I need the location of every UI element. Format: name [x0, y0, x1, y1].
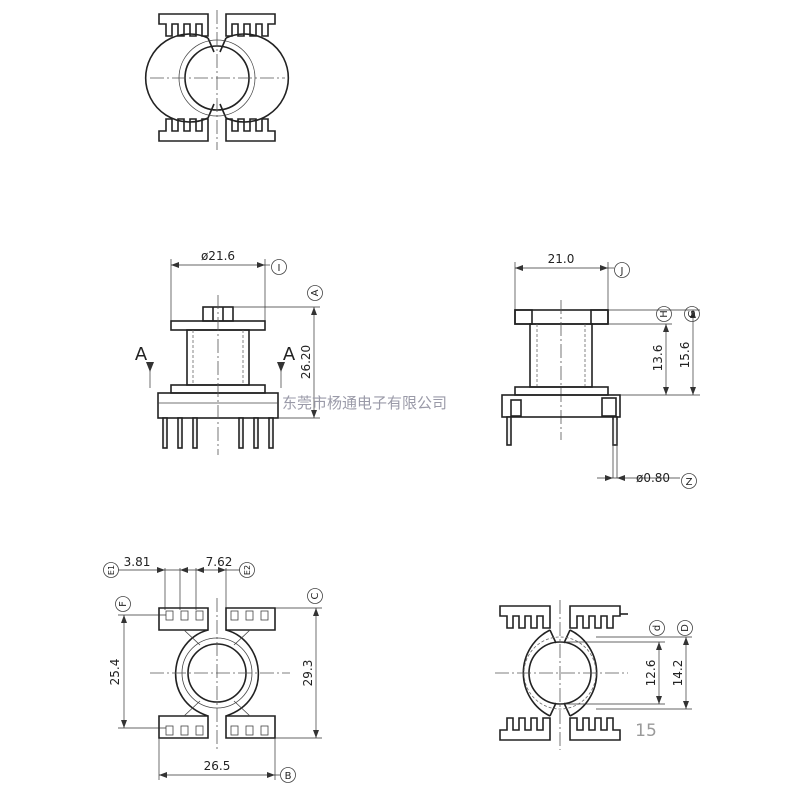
callout-i: I — [278, 263, 281, 274]
dim-bore-small: 12.6 — [644, 660, 658, 687]
dim-height-total: 26.20 — [299, 345, 313, 379]
callout-e2: E2 — [243, 565, 252, 575]
callout-z: Z — [686, 477, 693, 488]
top-view — [144, 10, 290, 150]
side-view: 21.0 J ø0.80 Z 13 — [501, 252, 700, 489]
dim-pin-dia: ø0.80 — [636, 471, 670, 485]
dim-flange-dia: ø21.6 — [201, 249, 235, 263]
dim-base-width: 26.5 — [204, 759, 231, 773]
dim-base-depth: 29.3 — [301, 660, 315, 687]
callout-a: A — [310, 289, 321, 296]
bottom-view: 3.81 7.62 E1 E2 — [103, 555, 323, 783]
callout-d-large: D — [680, 624, 691, 632]
dim-bore-large: 14.2 — [671, 660, 685, 687]
callout-j: J — [620, 266, 624, 277]
front-pins — [162, 417, 274, 449]
dim-pitch-large: 7.62 — [206, 555, 233, 569]
callout-h: H — [659, 310, 670, 318]
callout-e1: E1 — [107, 565, 116, 575]
callout-c: C — [310, 592, 321, 599]
dim-overall-height: 15.6 — [678, 342, 692, 369]
callout-d-small: d — [652, 625, 663, 631]
dim-pitch-small: 3.81 — [124, 555, 151, 569]
callout-g: G — [687, 310, 698, 318]
section-label-right: A — [283, 344, 296, 365]
dim-inner-height: 13.6 — [651, 345, 665, 372]
callout-f: F — [118, 601, 129, 607]
section-label-left: A — [135, 344, 148, 365]
page-number: 15 — [635, 721, 657, 741]
section-view: 12.6 d 14.2 D — [495, 600, 693, 750]
dim-row-spacing: 25.4 — [108, 659, 122, 686]
watermark: 东莞市杨通电子有限公司 — [282, 394, 447, 412]
front-view: ø21.6 I A A — [135, 249, 323, 455]
callout-b: B — [285, 771, 292, 782]
dim-width-side: 21.0 — [548, 252, 575, 266]
